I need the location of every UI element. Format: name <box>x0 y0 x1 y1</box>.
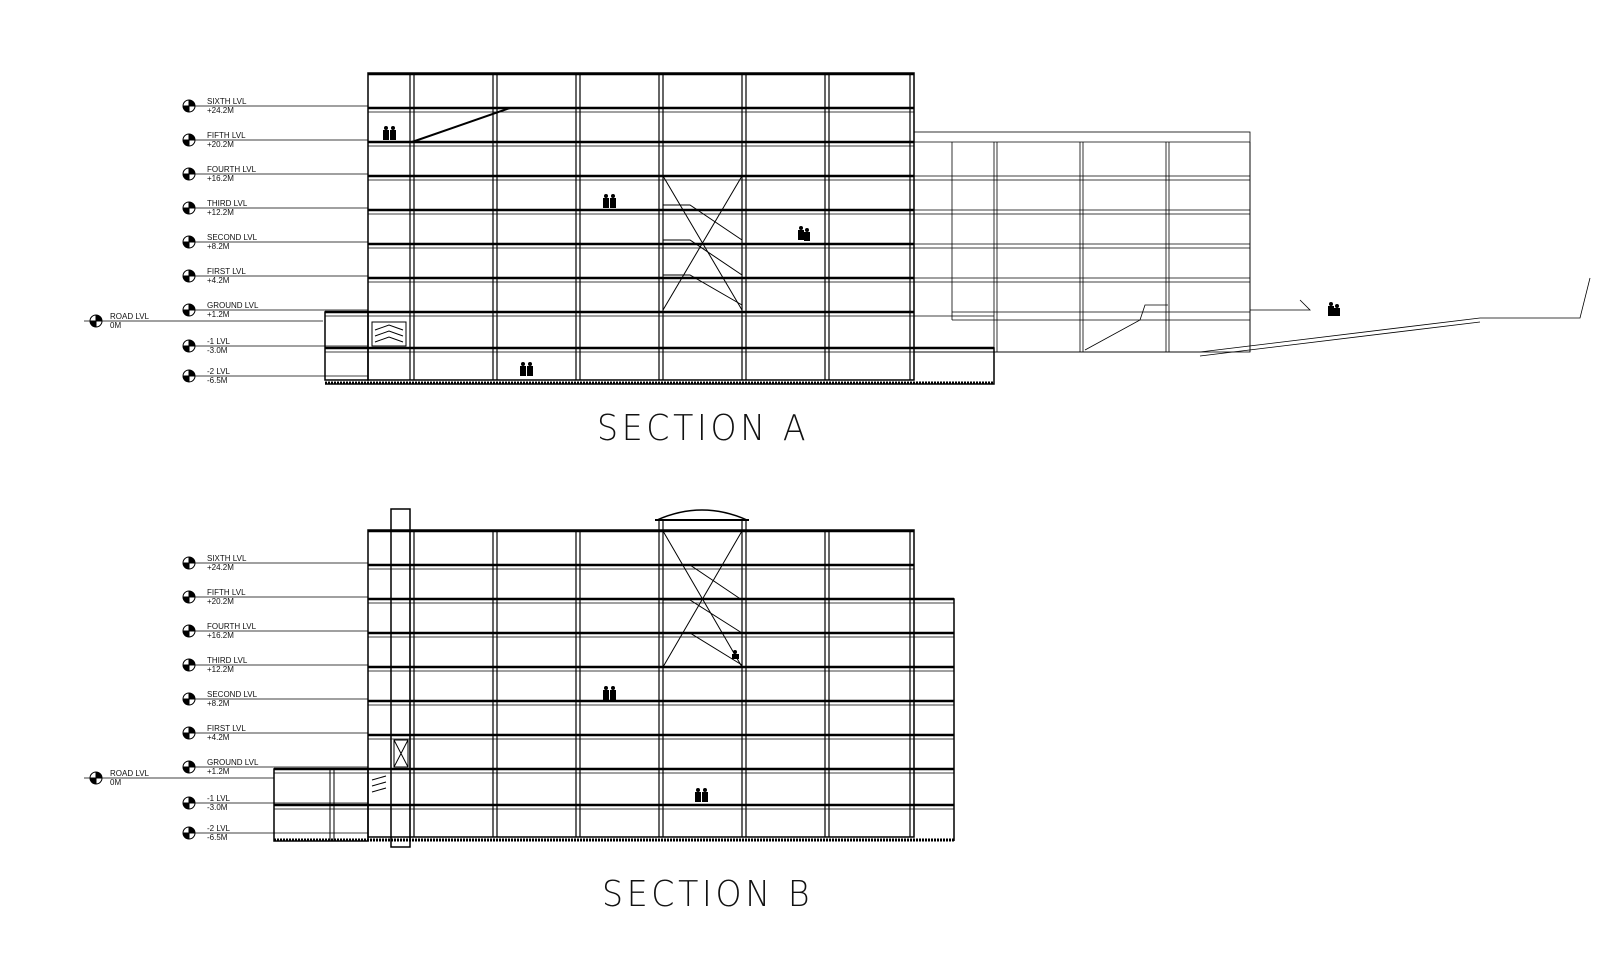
level-name: FIFTH LVL <box>207 588 246 597</box>
level-name: GROUND LVL <box>207 758 259 767</box>
level-value: +4.2M <box>207 276 230 285</box>
level-marker: SIXTH LVL +24.2M <box>182 554 368 572</box>
level-name: ROAD LVL <box>110 312 150 321</box>
level-name: SECOND LVL <box>207 233 258 242</box>
person-icon <box>603 686 616 700</box>
level-value: +8.2M <box>207 699 230 708</box>
level-name: -2 LVL <box>207 367 231 376</box>
section-b-level-markers: SIXTH LVL +24.2M FIFTH LVL +20.2M FOURTH… <box>84 554 368 842</box>
level-marker: -1 LVL -3.0M <box>182 337 368 355</box>
level-value: +12.2M <box>207 665 234 674</box>
level-value: -6.5M <box>207 833 228 842</box>
level-name: FOURTH LVL <box>207 622 257 631</box>
section-b-people <box>603 650 739 802</box>
section-b: SIXTH LVL +24.2M FIFTH LVL +20.2M FOURTH… <box>84 508 955 848</box>
level-marker: FIFTH LVL +20.2M <box>182 588 368 606</box>
level-name: SECOND LVL <box>207 690 258 699</box>
level-name: -1 LVL <box>207 337 231 346</box>
level-marker: GROUND LVL +1.2M <box>182 301 368 319</box>
section-b-title: SECTION B <box>602 874 814 915</box>
level-marker: GROUND LVL +1.2M <box>182 758 368 776</box>
level-name: ROAD LVL <box>110 769 150 778</box>
level-name: -2 LVL <box>207 824 231 833</box>
level-value: +16.2M <box>207 174 234 183</box>
person-icon <box>798 226 810 241</box>
level-marker: THIRD LVL +12.2M <box>182 656 368 674</box>
level-marker: FIRST LVL +4.2M <box>182 724 368 742</box>
level-marker: SECOND LVL +8.2M <box>182 690 368 708</box>
level-value: -6.5M <box>207 376 228 385</box>
level-name: FIFTH LVL <box>207 131 246 140</box>
level-marker: THIRD LVL +12.2M <box>182 199 368 217</box>
level-marker: -2 LVL -6.5M <box>182 824 368 842</box>
person-icon <box>732 650 739 659</box>
level-name: GROUND LVL <box>207 301 259 310</box>
level-name: FIRST LVL <box>207 267 246 276</box>
level-marker: FOURTH LVL +16.2M <box>182 622 368 640</box>
section-a-level-markers: SIXTH LVL +24.2M FIFTH LVL +20.2M FOURTH… <box>84 97 368 385</box>
person-icon <box>603 194 616 208</box>
level-value: +1.2M <box>207 310 230 319</box>
level-name: FIRST LVL <box>207 724 246 733</box>
level-value: +24.2M <box>207 106 234 115</box>
level-value: +8.2M <box>207 242 230 251</box>
level-marker: FIFTH LVL +20.2M <box>182 131 368 149</box>
road-level-marker: ROAD LVL 0M <box>84 312 323 330</box>
level-name: THIRD LVL <box>207 199 248 208</box>
level-value: +20.2M <box>207 597 234 606</box>
section-a: SIXTH LVL +24.2M FIFTH LVL +20.2M FOURTH… <box>84 72 1591 385</box>
level-value: -3.0M <box>207 803 228 812</box>
person-icon <box>1328 302 1340 316</box>
person-icon <box>695 788 708 802</box>
level-marker: -1 LVL -3.0M <box>182 794 368 812</box>
level-name: SIXTH LVL <box>207 97 247 106</box>
level-name: SIXTH LVL <box>207 554 247 563</box>
level-value: +12.2M <box>207 208 234 217</box>
level-name: -1 LVL <box>207 794 231 803</box>
person-icon <box>520 362 533 376</box>
level-marker: SIXTH LVL +24.2M <box>182 97 368 115</box>
level-value: 0M <box>110 321 121 330</box>
level-name: THIRD LVL <box>207 656 248 665</box>
level-marker: SECOND LVL +8.2M <box>182 233 368 251</box>
level-value: +16.2M <box>207 631 234 640</box>
level-marker: FOURTH LVL +16.2M <box>182 165 368 183</box>
section-a-people <box>383 126 1340 376</box>
person-icon <box>383 126 396 140</box>
section-a-title: SECTION A <box>597 408 810 449</box>
level-value: 0M <box>110 778 121 787</box>
level-marker: FIRST LVL +4.2M <box>182 267 368 285</box>
level-value: +4.2M <box>207 733 230 742</box>
level-value: +20.2M <box>207 140 234 149</box>
section-a-low-block <box>913 131 1591 357</box>
level-value: -3.0M <box>207 346 228 355</box>
section-a-main-block <box>324 72 995 385</box>
level-marker: -2 LVL -6.5M <box>182 367 368 385</box>
level-value: +1.2M <box>207 767 230 776</box>
level-value: +24.2M <box>207 563 234 572</box>
section-b-main-block <box>273 508 955 848</box>
level-name: FOURTH LVL <box>207 165 257 174</box>
road-level-marker: ROAD LVL 0M <box>84 769 274 787</box>
